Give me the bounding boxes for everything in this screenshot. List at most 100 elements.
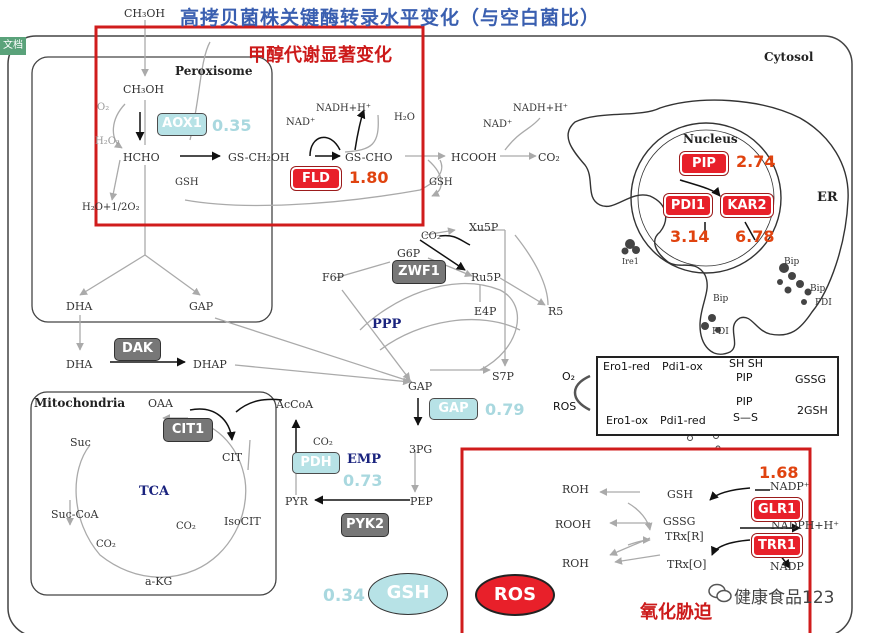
metabolite-gs-ch2oh: GS-CH₂OH — [228, 151, 290, 164]
metabolite-roh-b: ROH — [562, 557, 589, 570]
metabolite-e4p: E4P — [474, 305, 497, 318]
metabolite-co2-b: CO₂ — [421, 231, 441, 242]
metabolite-gssg: GSSG — [663, 515, 696, 528]
metabolite-nadp-b: NADP — [770, 560, 804, 573]
metabolite-roh-a: ROH — [562, 483, 589, 496]
metabolite-nad-b: NAD⁺ — [483, 119, 513, 130]
doc-tag[interactable]: 文档 — [0, 37, 26, 55]
metabolite-g6p: G6P — [397, 247, 421, 260]
legend-pdi1-red: Pdi1-red — [660, 414, 706, 427]
metabolite-co2-c: CO₂ — [313, 437, 333, 448]
enzyme-pyk2[interactable]: PYK2 — [341, 513, 389, 537]
metabolite-pdi-b: PDI — [712, 327, 729, 337]
metabolite-co2-e: CO₂ — [96, 539, 116, 550]
protein-folding-box — [596, 356, 839, 436]
enzyme-glr1-value: 1.68 — [759, 463, 799, 482]
enzyme-pdh-value: 0.73 — [343, 471, 383, 490]
metabolite-dha-a: DHA — [66, 300, 93, 313]
metabolite-nadp-a: NADP⁺ — [770, 480, 810, 493]
enzyme-fld-value: 1.80 — [349, 168, 389, 187]
metabolite-h2o: H₂O — [394, 112, 415, 123]
tca-label: TCA — [139, 484, 170, 499]
enzyme-trr1[interactable]: TRR1 — [752, 534, 802, 557]
oxidative-highlight-frame — [460, 447, 812, 633]
enzyme-glr1[interactable]: GLR1 — [752, 498, 802, 521]
gsh-value: 0.34 — [323, 586, 365, 606]
metabolite-gsh-b: GSH — [429, 177, 453, 188]
gsh-oval[interactable]: GSH — [368, 573, 448, 615]
metabolite-dha-b: DHA — [66, 358, 93, 371]
oxidative-note: 氧化胁迫 — [640, 602, 712, 623]
metabolite-suc-coa: Suc-CoA — [51, 508, 99, 521]
metabolite-gsh-c: GSH — [667, 488, 693, 501]
metabolite-bip-c: Bip — [784, 257, 800, 267]
mitochondria-label: Mitochondria — [34, 396, 126, 410]
watermark-text: 健康食品123 — [734, 588, 835, 608]
metabolite-nad-a: NAD⁺ — [286, 117, 316, 128]
nucleus-label: Nucleus — [683, 132, 738, 146]
metabolite-ch3oh-top: CH₃OH — [124, 7, 166, 20]
legend-ros: ROS — [553, 400, 577, 413]
ros-oval[interactable]: ROS — [475, 574, 555, 616]
legend-gssg: GSSG — [795, 373, 827, 386]
emp-label: EMP — [347, 452, 382, 467]
metabolite-h2o-o2: H₂O+1/2O₂ — [82, 202, 140, 213]
enzyme-dak[interactable]: DAK — [114, 338, 161, 361]
enzyme-gap-value: 0.79 — [485, 400, 525, 419]
legend-ss: S—S — [733, 411, 758, 424]
metabolite-bip-b: Bip — [713, 294, 729, 304]
peroxisome-boundary — [31, 56, 273, 323]
tca-cycle — [75, 419, 247, 578]
metabolite-gs-cho: GS-CHO — [345, 151, 393, 164]
enzyme-cit1[interactable]: CIT1 — [163, 418, 213, 442]
mitochondria-boundary — [30, 391, 277, 596]
legend-shsh: SH SH — [729, 357, 764, 370]
enzyme-pdi1[interactable]: PDI1 — [664, 194, 712, 217]
methanol-highlight-frame — [94, 25, 425, 227]
metabolite-nadh-b: NADH+H⁺ — [513, 103, 569, 114]
pathway-arrows — [66, 20, 661, 578]
enzyme-kar2[interactable]: KAR2 — [721, 194, 773, 217]
black-arrows — [110, 109, 801, 569]
er-decorations — [621, 239, 812, 451]
metabolite-3pg: 3PG — [409, 443, 433, 456]
metabolite-r5: R5 — [548, 305, 564, 318]
legend-pip-a: PIP — [736, 371, 753, 384]
metabolite-co2-d: CO₂ — [176, 521, 196, 532]
watermark-logo-icon — [708, 583, 732, 603]
metabolite-pdi-a: PDI — [815, 298, 832, 308]
er-label: ER — [817, 190, 838, 205]
enzyme-pdi1-value: 3.14 — [670, 227, 710, 246]
legend-pdi1-ox: Pdi1-ox — [662, 360, 703, 373]
metabolite-trx-o: TRx[O] — [667, 558, 707, 571]
enzyme-fld[interactable]: FLD — [291, 167, 341, 190]
metabolite-pep: PEP — [410, 495, 433, 508]
metabolite-accoa: AcCoA — [276, 398, 314, 411]
metabolite-cit: CIT — [222, 451, 243, 464]
metabolite-bip-a: Bip — [810, 284, 826, 294]
enzyme-pip[interactable]: PIP — [680, 152, 728, 175]
metabolite-ru5p: Ru5P — [471, 271, 501, 284]
enzyme-aox1[interactable]: AOX1 — [157, 113, 207, 136]
metabolite-pyr: PYR — [285, 495, 308, 508]
enzyme-aox1-value: 0.35 — [212, 116, 252, 135]
er-outline — [567, 99, 849, 355]
enzyme-pdh[interactable]: PDH — [292, 452, 340, 474]
metabolite-nadph: NADPH+H⁺ — [771, 519, 839, 532]
nucleus-outline — [630, 122, 782, 274]
metabolite-suc: Suc — [70, 436, 91, 449]
cytosol-boundary — [7, 35, 853, 633]
metabolite-h2o2: H₂O₂ — [95, 136, 120, 147]
metabolite-hcho: HCHO — [123, 151, 160, 164]
legend-ero1-red: Ero1-red — [603, 360, 650, 373]
metabolite-o2: O₂ — [97, 102, 110, 113]
metabolite-nadh-a: NADH+H⁺ — [316, 103, 372, 114]
enzyme-zwf1[interactable]: ZWF1 — [392, 260, 446, 284]
legend-ero1-ox: Ero1-ox — [606, 414, 649, 427]
peroxisome-label: Peroxisome — [175, 64, 253, 78]
enzyme-gap[interactable]: GAP — [429, 398, 478, 420]
enzyme-pip-value: 2.74 — [736, 152, 776, 171]
metabolite-trx-r: TRx[R] — [665, 530, 704, 543]
